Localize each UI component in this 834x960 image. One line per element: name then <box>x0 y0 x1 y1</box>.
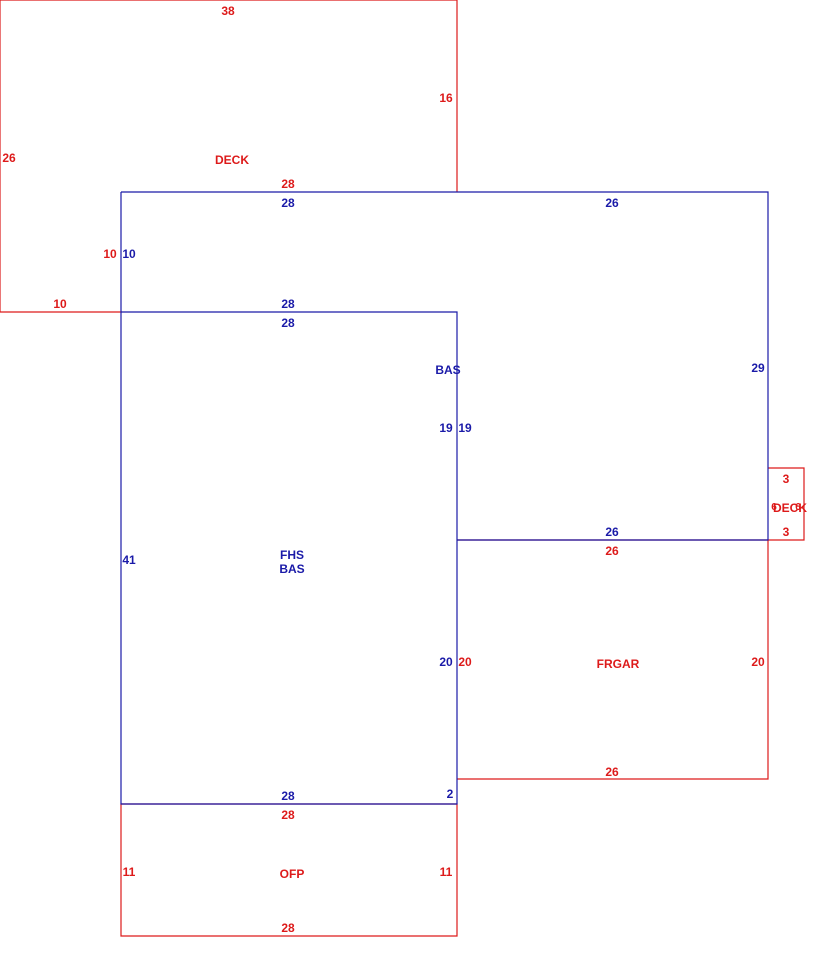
deck-top-outline <box>0 0 458 313</box>
dimension-label: 6 <box>795 502 801 513</box>
dimension-label: 6 <box>771 502 777 513</box>
dimension-label: 28 <box>281 921 295 935</box>
dimension-label: 28 <box>281 789 295 803</box>
ofp-area-label: OFP <box>280 867 305 881</box>
dimension-label: 26 <box>605 196 619 210</box>
dimension-label: 26 <box>2 151 16 165</box>
dimension-label: 3 <box>783 525 790 539</box>
dimension-label: 26 <box>605 544 619 558</box>
dimension-label: 2 <box>447 787 454 801</box>
dimension-label: 3 <box>783 472 790 486</box>
dimension-label: 26 <box>605 525 619 539</box>
dimension-label: 19 <box>439 421 453 435</box>
dimension-label: 11 <box>440 865 453 879</box>
bas-lower-area-label: BAS <box>279 562 304 576</box>
dimension-label: 10 <box>53 297 67 311</box>
dimension-label: 20 <box>751 655 765 669</box>
dimension-label: 28 <box>281 177 295 191</box>
bas-upper-area-label: BAS <box>435 363 460 377</box>
dimension-label: 28 <box>281 196 295 210</box>
dimension-label: 41 <box>122 553 136 567</box>
dimension-label: 19 <box>458 421 472 435</box>
fhs-bas-outline <box>120 192 458 805</box>
dimension-label: 11 <box>123 865 136 879</box>
deck-top-area-label: DECK <box>215 153 249 167</box>
dimension-label: 10 <box>122 247 136 261</box>
dimension-label: 20 <box>458 655 472 669</box>
dimension-label: 10 <box>103 247 117 261</box>
dimension-label: 26 <box>605 765 619 779</box>
fhs-area-label: FHS <box>280 548 304 562</box>
dimension-label: 28 <box>281 808 295 822</box>
bas-upper-outline <box>121 191 769 541</box>
dimension-label: 28 <box>281 297 295 311</box>
dimension-label: 38 <box>221 4 235 18</box>
deck-small-area-label: DECK <box>773 501 807 515</box>
dimension-label: 29 <box>751 361 765 375</box>
dimension-label: 28 <box>281 316 295 330</box>
dimension-label: 20 <box>439 655 453 669</box>
dimension-label: 16 <box>439 91 453 105</box>
deck-small-outline <box>768 467 805 541</box>
frgar-area-label: FRGAR <box>597 657 640 671</box>
